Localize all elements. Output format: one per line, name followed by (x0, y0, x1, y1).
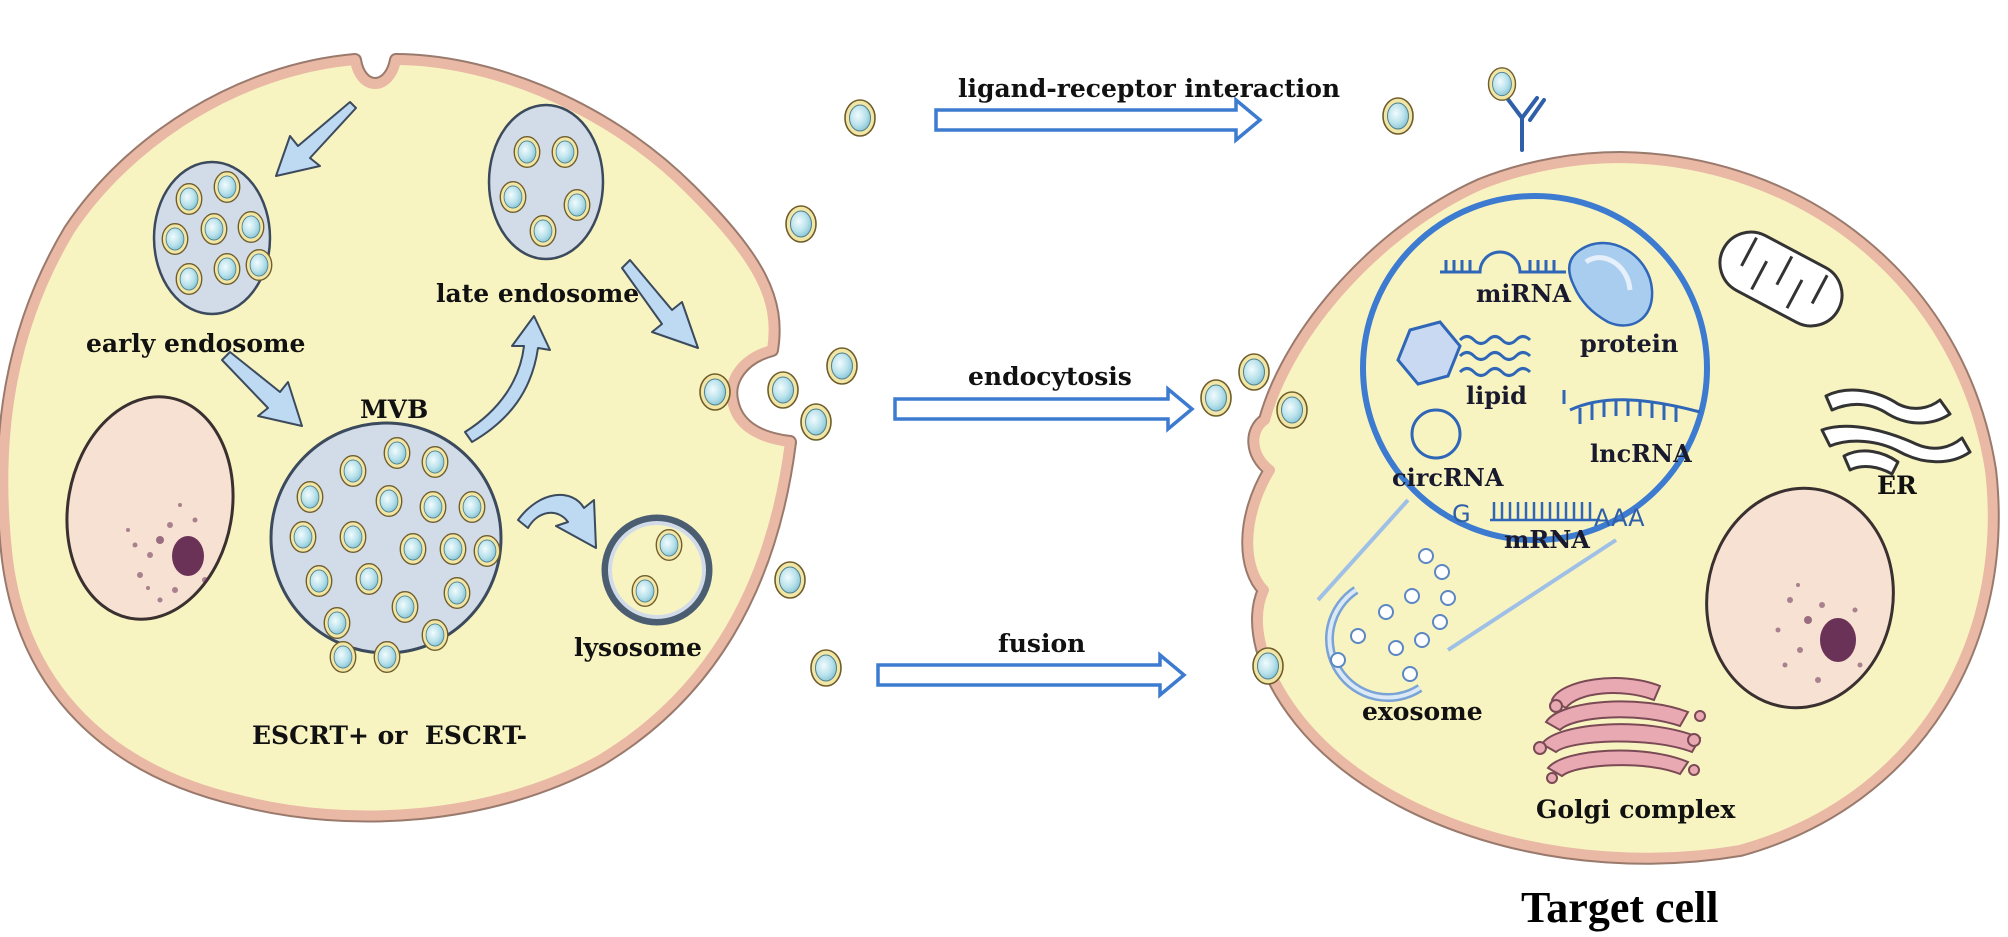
chromatin (126, 503, 208, 603)
figure-title: Target cell (1521, 883, 1719, 932)
early-endosome (152, 160, 273, 316)
lipid-icon (1396, 320, 1532, 386)
arrow-fusion (876, 651, 1187, 699)
donor-cell (0, 53, 797, 823)
mvb (269, 421, 503, 673)
lysosome (601, 514, 713, 626)
endoplasmic-reticulum (1820, 388, 1972, 476)
label-fusion: fusion (998, 629, 1085, 658)
target-cell: ER Golgi complex (1241, 67, 2000, 865)
protein-icon (1567, 241, 1654, 327)
zoom-lines (1316, 498, 1618, 652)
mitochondrion (1718, 230, 1844, 328)
label-mvb: MVB (360, 395, 428, 424)
donor-labels: early endosome late endosome MVB lysosom… (86, 279, 702, 750)
arrow-early-to-mvb (221, 351, 303, 427)
arrow-endocytosis (893, 385, 1195, 433)
arrow-mvb-to-late (464, 315, 551, 443)
label-lysosome: lysosome (574, 633, 702, 662)
arrow-bud-to-early (275, 101, 357, 177)
label-circrna: circRNA (1392, 463, 1504, 492)
label-lipid: lipid (1466, 381, 1527, 410)
label-lncrna: lncRNA (1590, 439, 1692, 468)
receptor (1505, 96, 1546, 152)
label-er: ER (1877, 471, 1917, 500)
circrna-icon (1410, 408, 1462, 460)
label-golgi: Golgi complex (1536, 795, 1736, 824)
mrna-icon (1490, 502, 1600, 522)
receptor-bound-exosome (1487, 67, 1517, 101)
endocytosed-vesicle (1276, 391, 1308, 429)
label-escrt: ESCRT+ or ESCRT- (252, 721, 527, 750)
label-ligand-receptor: ligand-receptor interaction (958, 74, 1340, 103)
label-early-endosome: early endosome (86, 329, 305, 358)
arrow-mvb-to-lysosome (517, 493, 597, 549)
fusing-vesicle (1252, 647, 1284, 685)
pathway-labels: ligand-receptor interaction endocytosis … (958, 74, 1340, 658)
cargo-zoom: miRNA protein lipid (1360, 193, 1710, 554)
mrna-cap: G (1452, 500, 1471, 528)
pathway-arrows (876, 96, 1263, 699)
mirna-icon (1440, 250, 1566, 274)
arrow-late-to-membrane (621, 259, 699, 349)
mrna-tail: AAA (1594, 504, 1645, 532)
donor-flow-arrows (221, 101, 699, 549)
late-endosome (487, 103, 605, 261)
golgi-complex (1533, 677, 1706, 784)
target-nucleus (1705, 486, 1895, 710)
arrow-ligand-receptor (934, 96, 1263, 144)
label-exosome: exosome (1362, 697, 1483, 726)
label-mrna: mRNA (1504, 525, 1590, 554)
secreted-vesicle (699, 373, 731, 411)
label-late-endosome: late endosome (436, 279, 639, 308)
donor-nucleus (65, 395, 235, 621)
label-endocytosis: endocytosis (968, 362, 1132, 391)
fusing-exosome (1324, 548, 1456, 702)
label-mirna: miRNA (1476, 279, 1571, 308)
lncrna-icon (1562, 390, 1701, 424)
label-protein: protein (1580, 329, 1678, 358)
